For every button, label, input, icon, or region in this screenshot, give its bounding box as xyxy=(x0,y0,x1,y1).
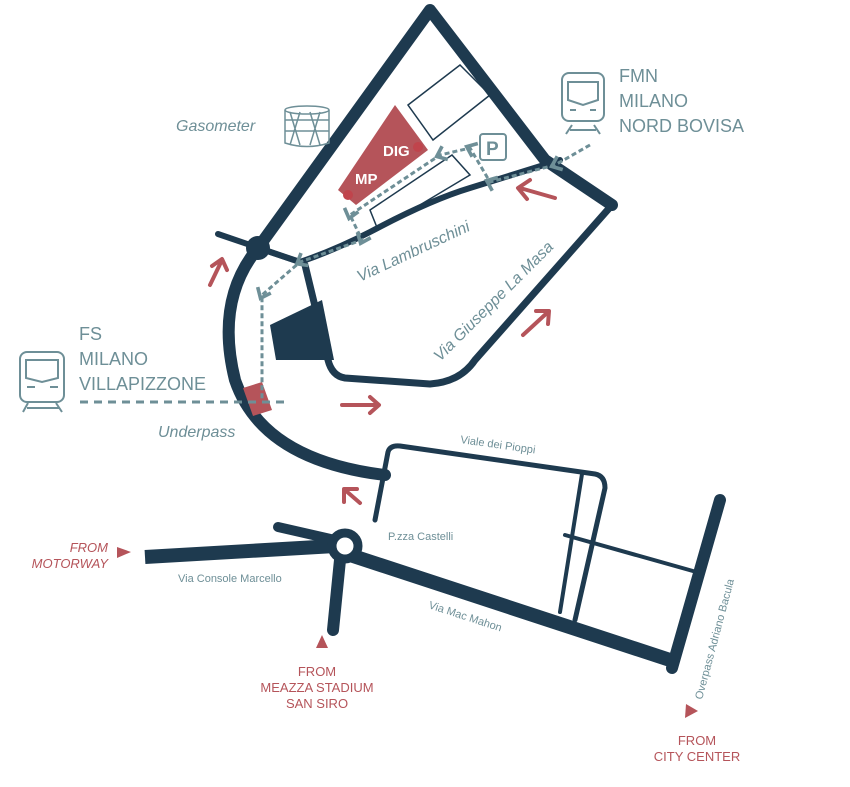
train-icon-fs xyxy=(19,351,65,413)
fmn-line-2: MILANO xyxy=(619,91,688,111)
direction-arrows xyxy=(208,178,557,505)
via-la-masa-label: Via Giuseppe La Masa xyxy=(431,238,557,364)
gasometer-icon xyxy=(284,105,330,148)
junction xyxy=(246,236,270,260)
roundabout xyxy=(327,528,363,564)
via-mac-mahon-road xyxy=(343,548,677,667)
from-motorway-label: FROM MOTORWAY xyxy=(32,540,110,571)
via-la-masa-road xyxy=(301,201,616,388)
from-motorway-line-1: FROM xyxy=(70,540,108,555)
dig-dot xyxy=(413,142,423,152)
ring-road xyxy=(222,242,391,481)
roads xyxy=(144,4,726,674)
arrow-icon xyxy=(117,547,131,558)
parking-label: P xyxy=(486,139,499,160)
from-meazza-line-3: SAN SIRO xyxy=(286,696,348,711)
fs-line-1: FS xyxy=(79,324,102,344)
from-city-line-2: CITY CENTER xyxy=(654,749,740,764)
fmn-station-label: FMN MILANO NORD BOVISA xyxy=(619,66,744,136)
walking-paths xyxy=(255,141,591,400)
arrow-icon xyxy=(316,635,328,648)
from-meazza-line-2: MEAZZA STADIUM xyxy=(260,680,373,695)
from-motorway-line-2: MOTORWAY xyxy=(32,556,110,571)
underpass-label: Underpass xyxy=(158,424,235,441)
from-city-label: FROM CITY CENTER xyxy=(654,733,740,764)
arrow-icon xyxy=(685,704,698,718)
gasometer-label: Gasometer xyxy=(176,118,256,135)
fs-line-2: MILANO xyxy=(79,349,148,369)
south-road xyxy=(327,554,346,636)
underpass-marker xyxy=(243,382,272,416)
from-meazza-line-1: FROM xyxy=(298,664,336,679)
overpass-label: Overpass Adriano Bacula xyxy=(693,577,737,701)
fmn-line-3: NORD BOVISA xyxy=(619,116,744,136)
via-console-label: Via Console Marcello xyxy=(178,573,282,585)
overpass-road xyxy=(666,494,726,674)
fmn-line-1: FMN xyxy=(619,66,658,86)
arrow-icon xyxy=(340,395,381,415)
arrow-icon xyxy=(521,309,551,337)
mp-dot xyxy=(343,190,353,200)
inner-street-2 xyxy=(563,533,702,575)
fs-station-label: FS MILANO VILLAPIZZONE xyxy=(79,324,206,394)
north-perimeter-road xyxy=(252,4,618,254)
via-console-marcello-road xyxy=(144,539,336,564)
train-icon-fmn xyxy=(561,72,605,135)
arrow-icon xyxy=(342,487,362,505)
mp-label: MP xyxy=(355,171,378,188)
arrow-icon xyxy=(516,178,557,201)
building-outline-1 xyxy=(406,64,492,142)
dig-label: DIG xyxy=(383,143,410,160)
arrow-icon xyxy=(208,257,229,287)
viale-pioppi-label: Viale dei Pioppi xyxy=(460,434,537,456)
entry-arrows xyxy=(117,547,698,718)
pzza-castelli-label: P.zza Castelli xyxy=(388,531,453,543)
fs-line-3: VILLAPIZZONE xyxy=(79,374,206,394)
inner-street-1 xyxy=(558,472,584,614)
dark-building xyxy=(270,300,334,360)
pzza-castelli-block xyxy=(372,443,608,623)
from-meazza-label: FROM MEAZZA STADIUM SAN SIRO xyxy=(260,664,373,711)
parking-icon: P xyxy=(479,133,507,161)
nw-stub-road xyxy=(273,522,340,545)
from-city-line-1: FROM xyxy=(678,733,716,748)
